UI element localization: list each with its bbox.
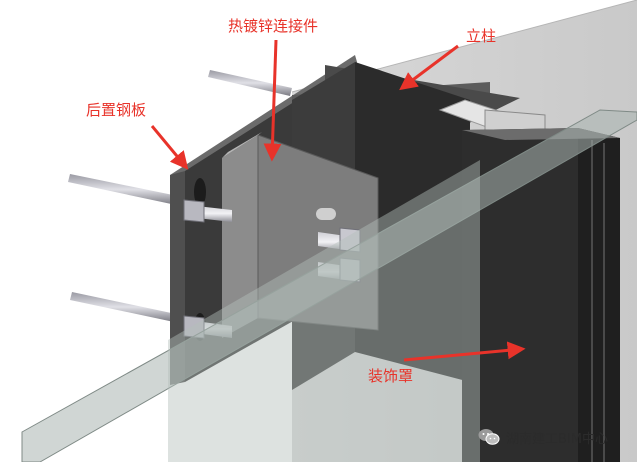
decorative-cover-label: 装饰罩: [368, 367, 414, 385]
wechat-icon: [478, 429, 500, 445]
glass-panel: [21, 109, 637, 462]
annotation-arrows: [150, 39, 526, 362]
anchor-rod: [208, 70, 292, 96]
watermark-text: 湖南建工BIM中心: [506, 431, 608, 447]
slot-hole: [194, 178, 206, 206]
watermark: 湖南建工BIM中心: [478, 427, 608, 447]
decorative-cover: [462, 128, 620, 462]
cover-arrow: [403, 341, 526, 362]
column-label: 立柱: [466, 27, 497, 45]
anchor-rod: [68, 174, 178, 205]
back-plate-arrow: [150, 125, 189, 170]
column-arrow: [399, 44, 459, 91]
back-plate-label: 后置钢板: [86, 101, 147, 119]
anchor-rods: [68, 70, 292, 322]
connector-arrow: [263, 39, 282, 162]
anchor-rod: [70, 292, 176, 322]
connector-label: 热镀锌连接件: [228, 17, 319, 35]
